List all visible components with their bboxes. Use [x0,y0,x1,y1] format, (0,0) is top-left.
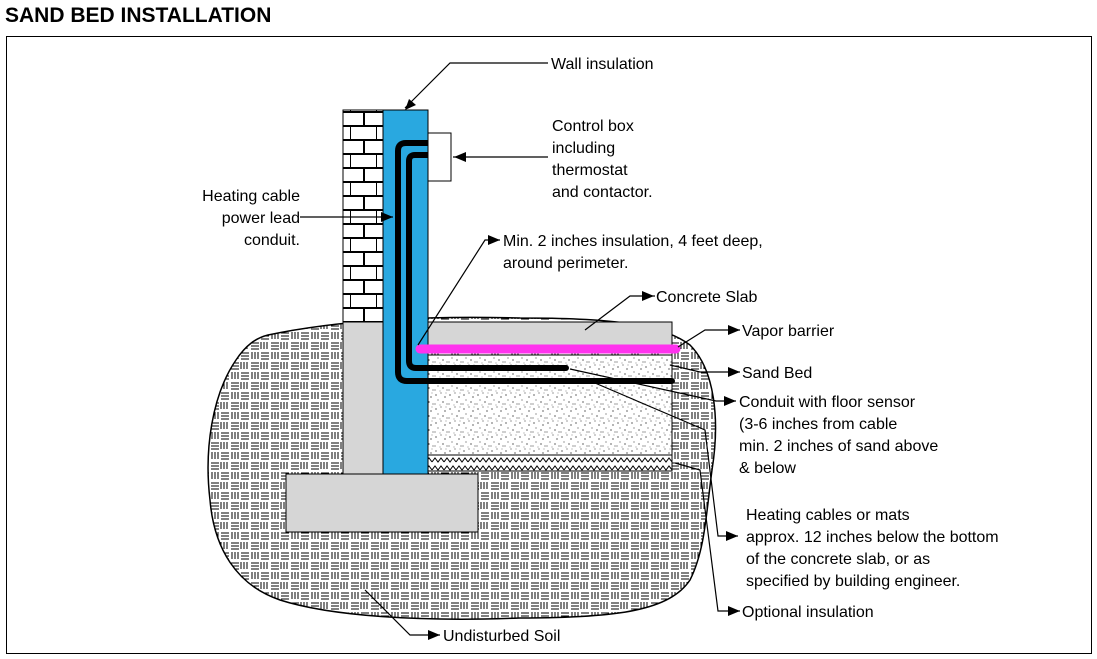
arrowhead-vapor-barrier [728,325,740,335]
label-power-lead-line3: conduit. [244,232,300,249]
label-control-box-line4: and contactor. [552,184,653,201]
diagram-frame [6,36,1092,654]
wall-insulation [382,109,429,475]
arrowhead-power-lead [381,212,393,222]
label-heating-cables-line3: of the concrete slab, or as [746,551,930,568]
label-min-insulation-line2: around perimeter. [503,255,628,272]
concrete-slab [427,321,673,349]
optional-insulation [427,454,673,472]
heating-cable-conduit [395,140,675,384]
arrowhead-min-insulation [488,235,500,245]
label-power-lead-line2: power lead [222,210,300,227]
arrowhead-conduit-sensor [724,396,736,406]
label-conduit-sensor-line4: & below [739,460,796,477]
sand-bed [427,354,673,456]
leader-sand-bed [669,364,740,373]
label-undisturbed-soil: Undisturbed Soil [443,628,560,645]
label-control-box-line3: thermostat [552,162,628,179]
label-heating-cables-line4: specified by building engineer. [746,573,960,590]
label-wall-insulation: Wall insulation [551,56,654,73]
brick-wall [342,109,384,323]
label-optional-insulation: Optional insulation [742,604,874,621]
arrowhead-heating-cables [726,531,738,541]
leader-wall-insulation [404,62,548,109]
label-min-insulation-line1: Min. 2 inches insulation, 4 feet deep, [503,233,763,250]
label-conduit-sensor-line1: Conduit with floor sensor [739,394,916,411]
label-conduit-sensor-line2: (3-6 inches from cable [739,416,897,433]
label-vapor-barrier: Vapor barrier [742,323,835,340]
footing [285,473,479,533]
label-heating-cables-line2: approx. 12 inches below the bottom [746,529,999,546]
label-heating-cables-line1: Heating cables or mats [746,507,910,524]
sensor-conduit [406,152,569,371]
label-control-box-line2: including [552,140,615,157]
arrowhead-optional-insulation [728,606,740,616]
control-box [427,132,452,182]
label-control-box-line1: Control box [552,118,634,135]
label-conduit-sensor-line3: min. 2 inches of sand above [739,438,938,455]
arrowhead-undisturbed-soil [428,630,440,640]
label-sand-bed: Sand Bed [742,365,812,382]
arrowhead-wall-insulation [405,99,416,110]
arrowhead-concrete-slab [642,291,654,301]
diagram-title: SAND BED INSTALLATION [5,4,272,27]
label-concrete-slab: Concrete Slab [656,289,757,306]
arrowhead-control-box [454,152,466,162]
label-power-lead-line1: Heating cable [202,188,300,205]
arrowhead-sand-bed [728,367,740,377]
